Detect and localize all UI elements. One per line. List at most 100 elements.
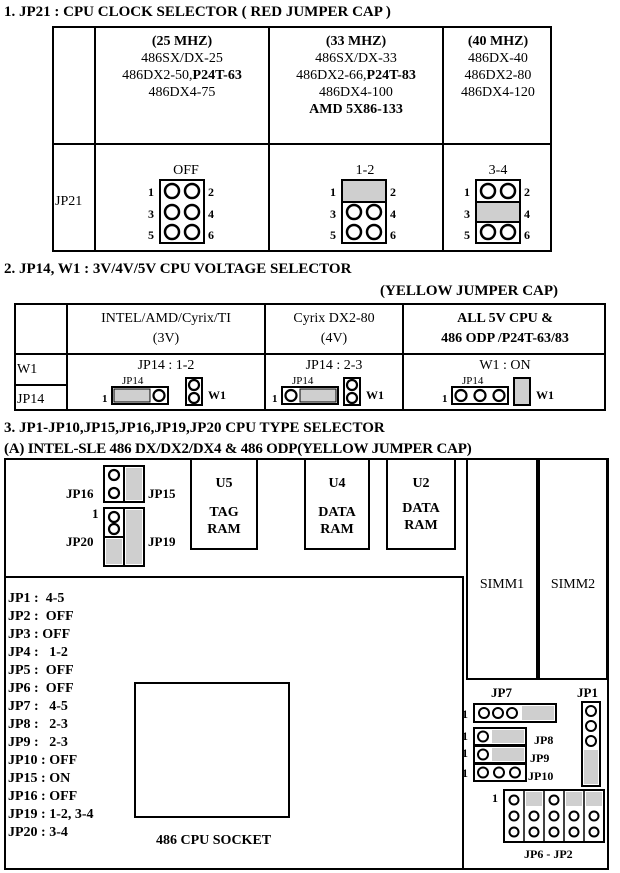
setting-row: JP7 : 4-5 (8, 698, 94, 716)
setting-row: JP16 : OFF (8, 788, 94, 806)
cpu-label: 486DX2-66, (296, 68, 367, 83)
pin-label: 3 (464, 207, 470, 221)
setting-key: JP8 : (8, 717, 39, 732)
col-4v: Cyrix DX2-80 (4V) (266, 310, 402, 347)
col-33mhz: (33 MHZ) 486SX/DX-33 486DX2-66,P24T-83 4… (270, 33, 442, 118)
jumper-settings-list: JP1 : 4-5 JP2 : OFF JP3 : OFF JP4 : 1-2 … (8, 590, 94, 842)
pin-label: 2 (390, 185, 396, 199)
cpu-label: 486SX/DX-25 (141, 51, 223, 66)
pin-label: 4 (208, 207, 214, 221)
simm1-label: SIMM1 (479, 577, 525, 592)
cpu-label: ALL 5V CPU & (457, 311, 553, 326)
jumper-jp21-1-2: 1 3 5 2 4 6 (330, 179, 396, 244)
jp20-label: JP20 (66, 534, 94, 549)
setting-w1-on: W1 : ON (479, 358, 531, 373)
cpu-label: 486DX4-75 (148, 85, 216, 100)
u5-ram: RAM (207, 522, 241, 537)
col-5v: ALL 5V CPU & 486 ODP /P24T-63/83 (404, 310, 606, 347)
setting-value: 4-5 (45, 591, 65, 606)
setting-value: OFF (45, 663, 74, 678)
jp8-label: JP8 (534, 733, 553, 747)
setting-value: OFF (49, 753, 78, 768)
w1-label: W1 (366, 388, 384, 402)
pin-label: 2 (524, 185, 530, 199)
setting-key: JP2 : (8, 609, 39, 624)
jumper-jp14-1-2: JP14 1 W1 (102, 375, 226, 406)
u2-ram: RAM (404, 518, 438, 533)
jumper-cluster-jp7-jp10: 1 1 1 1 JP8 JP9 JP10 1 (462, 701, 605, 861)
jp14-label: JP14 (122, 375, 144, 387)
col-40mhz-head: (40 MHZ) (467, 34, 529, 49)
pin-label: 1 (462, 729, 468, 743)
setting-value: 1-2 (49, 645, 68, 660)
pin-label: 6 (390, 228, 396, 242)
setting-row: JP20 : 3-4 (8, 824, 94, 842)
setting-key: JP7 : (8, 699, 39, 714)
setting-key: JP4 : (8, 645, 39, 660)
setting-off: OFF (173, 163, 199, 178)
pin-label: 5 (330, 228, 336, 242)
pin-label: 1 (330, 185, 336, 199)
setting-row: JP3 : OFF (8, 626, 94, 644)
pin-label: 1 (462, 707, 468, 721)
setting-key: JP9 : (8, 735, 39, 750)
pin-label: 2 (208, 185, 214, 199)
jp6-jp2-label: JP6 - JP2 (524, 847, 573, 861)
setting-value: OFF (42, 627, 71, 642)
setting-row: JP9 : 2-3 (8, 734, 94, 752)
setting-value: 2-3 (49, 717, 68, 732)
setting-value: 4-5 (49, 699, 68, 714)
row-label-jp21: JP21 (55, 194, 83, 209)
jp9-label: JP9 (530, 751, 549, 765)
pin-label: 5 (464, 228, 470, 242)
setting-row: JP15 : ON (8, 770, 94, 788)
setting-row: JP4 : 1-2 (8, 644, 94, 662)
setting-key: JP16 : (8, 789, 46, 804)
jumper-jp21-3-4: 1 3 5 2 4 6 (464, 179, 530, 244)
setting-key: JP20 : (8, 825, 46, 840)
w1-label: W1 (536, 388, 554, 402)
u2-label: U2 (412, 476, 430, 491)
setting-value: OFF (49, 789, 78, 804)
col-25mhz: (25 MHZ) 486SX/DX-25 486DX2-50,P24T-63 4… (96, 33, 268, 101)
pin-label: 6 (208, 228, 214, 242)
pin-label: 1 (462, 766, 468, 780)
setting-key: JP6 : (8, 681, 39, 696)
pin-label: 1 (102, 393, 108, 405)
cpu-socket-label: 486 CPU SOCKET (156, 833, 272, 848)
setting-row: JP10 : OFF (8, 752, 94, 770)
cpu-label-bold: P24T-63 (192, 68, 242, 83)
pin-label: 3 (148, 207, 154, 221)
pin-label: 1 (148, 185, 154, 199)
jp7-label: JP7 (491, 685, 512, 700)
cpu-label: 486DX-40 (468, 51, 528, 66)
col-40mhz: (40 MHZ) 486DX-40 486DX2-80 486DX4-120 (444, 33, 552, 101)
jumper-jp14-2-3: JP14 1 W1 (272, 375, 384, 406)
pin-label: 1 (464, 185, 470, 199)
u4-type: DATA (318, 505, 356, 520)
setting-value: ON (49, 771, 71, 786)
jp14-label: JP14 (462, 375, 484, 387)
jp10-label: JP10 (528, 769, 553, 783)
setting-value: OFF (45, 609, 74, 624)
setting-key: JP3 : (8, 627, 39, 642)
setting-jp14-2-3: JP14 : 2-3 (305, 358, 363, 373)
setting-key: JP5 : (8, 663, 39, 678)
setting-row: JP8 : 2-3 (8, 716, 94, 734)
section2-cap: (YELLOW JUMPER CAP) (380, 283, 559, 299)
setting-3-4: 3-4 (488, 163, 508, 178)
cpu-label: 486SX/DX-33 (315, 51, 397, 66)
section2-title: 2. JP14, W1 : 3V/4V/5V CPU VOLTAGE SELEC… (4, 261, 352, 277)
pin-label: 1 (492, 791, 498, 805)
setting-row: JP5 : OFF (8, 662, 94, 680)
cpu-label: Cyrix DX2-80 (293, 311, 375, 326)
cpu-socket (134, 682, 290, 818)
setting-key: JP15 : (8, 771, 46, 786)
jumper-jp20-jp19 (103, 507, 145, 567)
cpu-label: 486DX4-120 (461, 85, 535, 100)
voltage-label: (3V) (152, 331, 180, 346)
pin-label: 1 (272, 393, 278, 405)
u4-chip: U4 DATA RAM (304, 475, 370, 538)
setting-key: JP1 : (8, 591, 39, 606)
cpu-label: 486DX4-100 (319, 85, 393, 100)
